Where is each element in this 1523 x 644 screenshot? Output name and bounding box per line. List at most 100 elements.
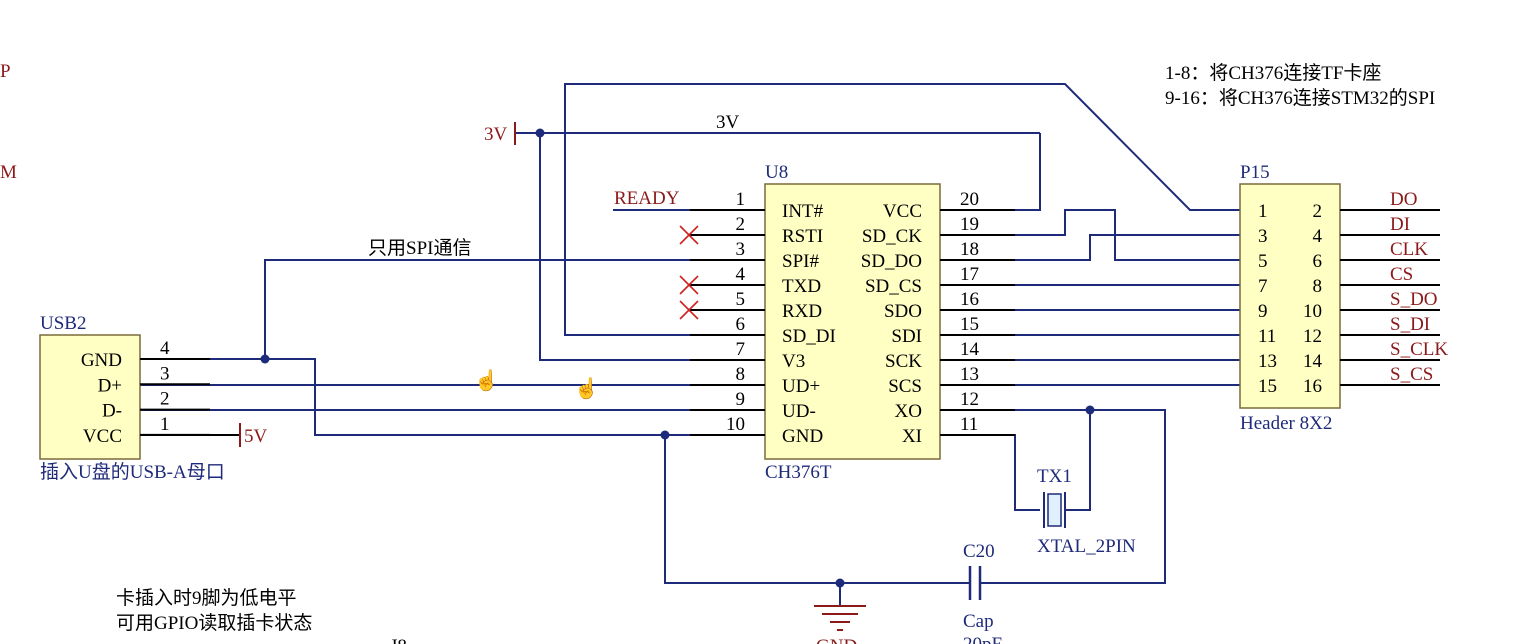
u8-pin-number: 17 <box>960 264 979 285</box>
u8-pin-name: RXD <box>782 301 822 322</box>
u8-pin-name: V3 <box>782 351 805 372</box>
p15-pin-left: 13 <box>1258 351 1277 372</box>
usb2-ref: USB2 <box>40 313 86 334</box>
u8-pin-name: XI <box>902 426 922 447</box>
power-5v: 5V <box>140 423 268 447</box>
p15-net-label: S_DI <box>1390 314 1430 335</box>
wire-net-top-loop <box>564 83 1240 336</box>
u8-pin-8: 8UD+ <box>690 364 820 397</box>
u8-pin-number: 8 <box>736 364 746 385</box>
u8-pin-name: XO <box>895 401 922 422</box>
u8-pin-name: SD_DI <box>782 326 836 347</box>
p15-pin-right: 14 <box>1303 351 1323 372</box>
u8-pin-number: 9 <box>736 389 746 410</box>
tx1-ref: TX1 <box>1037 466 1072 487</box>
u8-pin-number: 14 <box>960 339 980 360</box>
usb2-pin-name: D+ <box>98 375 122 396</box>
no-connect-markers <box>679 225 699 320</box>
p15-pin-right: 4 <box>1313 226 1323 247</box>
p15-pin-left: 11 <box>1258 326 1276 347</box>
u8-pin-name: RSTI <box>782 226 823 247</box>
note-card-detect-2: 可用GPIO读取插卡状态 <box>116 612 312 634</box>
u8-part: CH376T <box>765 462 832 483</box>
wire-net-gnd <box>140 354 950 605</box>
no-connect-pin5 <box>679 300 699 320</box>
tx1-part: XTAL_2PIN <box>1037 536 1136 557</box>
gnd-label: GND <box>816 636 857 644</box>
p15-pin-left: 7 <box>1258 276 1268 297</box>
u8-pin-number: 11 <box>960 414 978 435</box>
u8-pin-number: 6 <box>736 314 746 335</box>
gnd-symbol: GND <box>814 605 866 644</box>
c20-value: 20pF <box>963 634 1002 644</box>
usb2-pin-number: 2 <box>160 389 170 410</box>
u8-pin-name: GND <box>782 426 823 447</box>
u8-pin-name: TXD <box>782 276 821 297</box>
u8-pin-number: 18 <box>960 239 979 260</box>
wire-net-usb-data <box>140 384 765 411</box>
p15-pin-right: 8 <box>1313 276 1323 297</box>
p15-row: 5 6 CLK <box>1258 239 1440 272</box>
u8-pin-number: 10 <box>726 414 745 435</box>
p15-pin-left: 5 <box>1258 251 1268 272</box>
u8-pin-number: 2 <box>736 214 746 235</box>
label-ready: READY <box>614 188 680 209</box>
p15-pin-right: 12 <box>1303 326 1322 347</box>
usb2-pin-name: D- <box>102 401 122 422</box>
note-spi-only: 只用SPI通信 <box>368 237 471 259</box>
p15-pin-left: 9 <box>1258 301 1268 322</box>
u8-pin-name: SCS <box>888 376 922 397</box>
u8-pin-7: 7V3 <box>690 339 805 372</box>
c20-part: Cap <box>963 611 994 632</box>
u8-pin-6: 6SD_DI <box>690 314 836 347</box>
p15-net-label: DO <box>1390 189 1417 210</box>
u8-pin-name: UD- <box>782 401 816 422</box>
c20-capacitor[interactable]: C20 Cap 20pF <box>950 541 1002 644</box>
edge-label-mid: M <box>0 162 17 183</box>
wire-net-sd-bus <box>990 209 1240 386</box>
u8-pin-name: VCC <box>883 201 922 222</box>
u8-left-pins: 1INT#2RSTI3SPI#4TXD5RXD6SD_DI7V38UD+9UD-… <box>690 189 836 447</box>
u8-pin-number: 15 <box>960 314 979 335</box>
label-5v: 5V <box>244 426 268 447</box>
u8-chip[interactable]: U8 CH376T 1INT#2RSTI3SPI#4TXD5RXD6SD_DI7… <box>690 162 1015 483</box>
u8-pin-name: SDO <box>884 301 922 322</box>
no-connect-pin2 <box>679 225 699 245</box>
usb2-pin-2: 2D- <box>102 389 210 422</box>
u8-pin-number: 12 <box>960 389 979 410</box>
usb2-pin-name: GND <box>81 350 122 371</box>
u8-pin-number: 20 <box>960 189 979 210</box>
u8-pin-number: 7 <box>736 339 746 360</box>
label-3v-top: 3V <box>716 112 740 133</box>
c20-ref: C20 <box>963 541 995 562</box>
usb2-pin-name: VCC <box>83 426 122 447</box>
p15-net-label: CLK <box>1390 239 1428 260</box>
u8-pin-number: 19 <box>960 214 979 235</box>
hand-cursor-icon: ☝ <box>574 376 599 400</box>
p15-pin-right: 6 <box>1313 251 1323 272</box>
p15-part: Header 8X2 <box>1240 413 1332 434</box>
p15-pin-right: 16 <box>1303 376 1322 397</box>
tx1-crystal[interactable]: TX1 XTAL_2PIN <box>1037 466 1136 557</box>
p15-pin-left: 15 <box>1258 376 1277 397</box>
u8-pin-name: SD_DO <box>861 251 922 272</box>
